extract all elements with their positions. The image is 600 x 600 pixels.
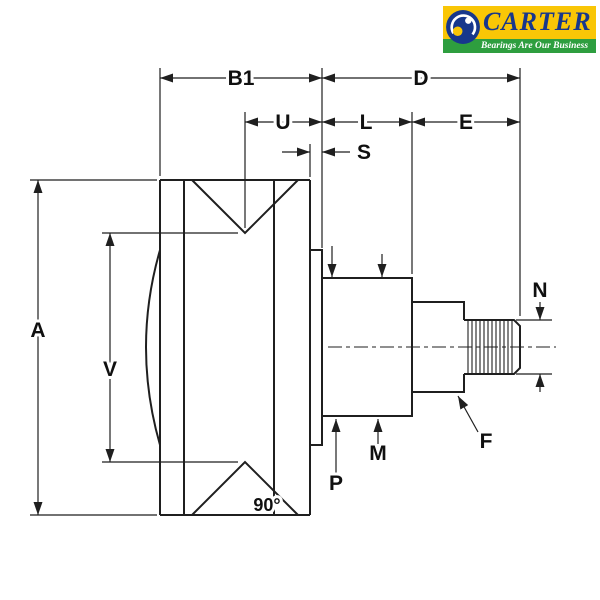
dim-label-s: S	[357, 141, 371, 164]
carter-logo-icon	[446, 10, 480, 44]
dim-label-e: E	[459, 111, 473, 134]
dim-label-u: U	[275, 111, 290, 134]
dim-label-m: M	[369, 442, 387, 465]
logo-icon-ball	[452, 26, 463, 36]
extension-lines	[30, 68, 552, 516]
dim-label-a: A	[30, 319, 45, 342]
logo-icon-highlight	[465, 17, 472, 24]
thread-profile	[464, 319, 521, 375]
dim-label-p: P	[329, 472, 343, 495]
shoulder-profile	[321, 277, 413, 417]
leader-f	[457, 395, 479, 433]
dim-label-n: N	[532, 279, 547, 302]
wheel-profile	[145, 179, 311, 516]
dim-label-f: F	[480, 430, 493, 453]
dim-label-d: D	[413, 67, 428, 90]
thread-hatch	[467, 321, 513, 373]
washer-profile	[310, 249, 323, 446]
carter-tagline-bar: Bearings Are Our Business	[443, 39, 596, 53]
carter-logo: CARTER Bearings Are Our Business	[443, 6, 596, 53]
dim-label-v: V	[103, 358, 117, 381]
dim-label-l: L	[360, 111, 373, 134]
logo-icon-ring	[450, 14, 477, 36]
stud-profile	[412, 301, 465, 393]
carter-tagline: Bearings Are Our Business	[480, 41, 589, 51]
dim-label-b1: B1	[228, 67, 255, 90]
groove-angle-label: 90°	[253, 495, 280, 515]
carter-brand: CARTER	[483, 7, 592, 36]
